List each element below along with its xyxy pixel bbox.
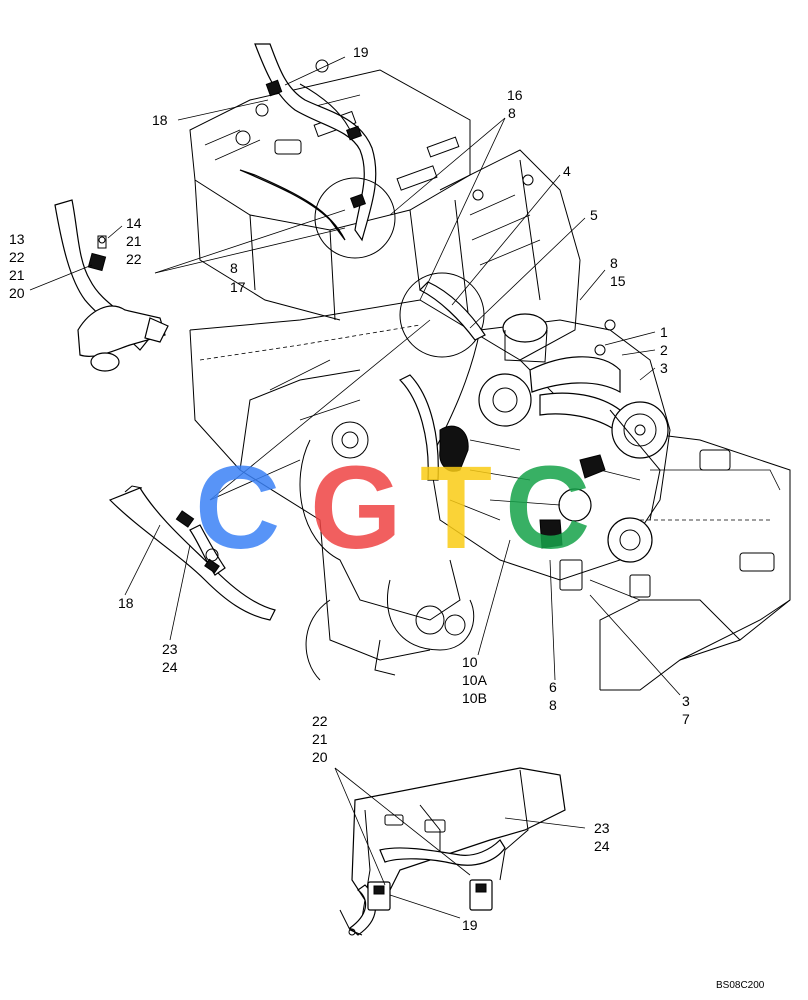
callout-19-bottom: 19 xyxy=(462,917,478,933)
watermark-letter-t: T xyxy=(420,442,492,574)
callout-13: 13 xyxy=(9,231,25,247)
callout-17: 17 xyxy=(230,279,246,295)
watermark-letter-c2: C xyxy=(505,442,590,574)
bottom-bracket-detail xyxy=(339,767,566,936)
callout-2: 2 xyxy=(660,342,668,358)
callout-10A: 10A xyxy=(462,672,488,688)
callout-8-b: 8 xyxy=(610,255,618,271)
callout-24-b: 24 xyxy=(594,838,610,854)
watermark-letter-g: G xyxy=(310,442,402,574)
leader-lines xyxy=(29,56,681,919)
callout-1: 1 xyxy=(660,324,668,340)
engine-assembly xyxy=(398,281,671,601)
callout-4: 4 xyxy=(563,163,571,179)
callout-23-b: 23 xyxy=(594,820,610,836)
cgtc-watermark: C G T C xyxy=(195,442,590,574)
callout-3-b: 3 xyxy=(682,693,690,709)
callout-18-mid: 18 xyxy=(118,595,134,611)
callout-6: 6 xyxy=(549,679,557,695)
callout-20-b: 20 xyxy=(312,749,328,765)
mid-left-hose-detail xyxy=(108,485,276,621)
callout-8-d: 8 xyxy=(549,697,557,713)
callout-20-a: 20 xyxy=(9,285,25,301)
callout-5: 5 xyxy=(590,207,598,223)
callout-10B: 10B xyxy=(462,690,487,706)
callout-3-a: 3 xyxy=(660,360,668,376)
callout-10: 10 xyxy=(462,654,478,670)
callout-15: 15 xyxy=(610,273,626,289)
left-hose-detail xyxy=(54,199,169,372)
callout-19-top: 19 xyxy=(353,44,369,60)
callout-8-a: 8 xyxy=(508,105,516,121)
callout-18-top: 18 xyxy=(152,112,168,128)
callout-21-b: 21 xyxy=(9,267,25,283)
callout-24-a: 24 xyxy=(162,659,178,675)
detail-circles xyxy=(314,177,485,358)
callout-22-b: 22 xyxy=(9,249,25,265)
callout-7: 7 xyxy=(682,711,690,727)
callout-14: 14 xyxy=(126,215,142,231)
machine-frame xyxy=(189,59,791,691)
callout-8-c: 8 xyxy=(230,260,238,276)
callout-23-a: 23 xyxy=(162,641,178,657)
watermark-letter-c1: C xyxy=(195,442,280,574)
callout-labels: 19 18 16 8 4 5 8 15 1 2 3 14 21 22 13 22… xyxy=(9,44,690,933)
drawing-code: BS08C200 xyxy=(716,980,765,991)
callout-22-c: 22 xyxy=(312,713,328,729)
callout-21-c: 21 xyxy=(312,731,328,747)
upper-hose xyxy=(239,43,377,242)
callout-16: 16 xyxy=(507,87,523,103)
callout-21-a: 21 xyxy=(126,233,142,249)
callout-22-a: 22 xyxy=(126,251,142,267)
